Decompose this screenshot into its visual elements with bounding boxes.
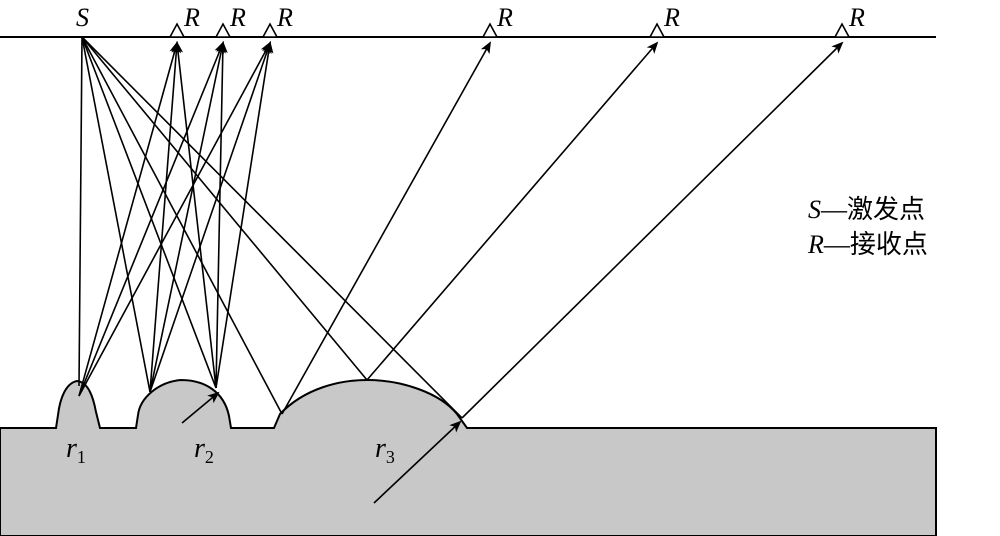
receiver-label-4: R (496, 3, 513, 32)
reflected-ray-far-1 (281, 41, 491, 415)
receiver-label-3: R (276, 3, 293, 32)
receiver-triangle-5 (648, 22, 666, 38)
bump-label-r1: r1 (66, 433, 86, 467)
bump-label-r3-sub: 3 (386, 447, 395, 467)
source-ray-6 (81, 36, 463, 419)
reflected-ray-3-1 (173, 41, 217, 389)
bump-label-r1-main: r (66, 433, 77, 464)
bump-label-r2-main: r (194, 433, 205, 464)
receiver-label-1: R (183, 3, 200, 32)
bump-label-r2: r2 (194, 433, 214, 467)
bump-label-r2-sub: 2 (205, 447, 214, 467)
bump-label-r3-main: r (375, 433, 386, 464)
source-ray-3 (81, 36, 217, 389)
reflected-ray-1-1 (78, 41, 180, 397)
reflected-ray-3-3 (215, 41, 274, 389)
incident-arrow-r3 (373, 420, 462, 504)
receiver-triangle-6 (833, 22, 851, 38)
legend-receiver-text: —接收点 (823, 230, 928, 259)
reflected-ray-1-3 (78, 41, 271, 397)
receiver-triangle-2 (214, 22, 232, 38)
legend-source: S—激发点 (808, 195, 925, 224)
svg-text:r2: r2 (194, 433, 214, 467)
receiver-label-6: R (848, 3, 865, 32)
bump-label-r3: r3 (375, 433, 395, 467)
reflected-ray-far-3 (461, 41, 844, 419)
receiver-label-2: R (229, 3, 246, 32)
receiver-markers (168, 22, 851, 38)
reflected-ray-2-2 (149, 41, 226, 393)
source-ray-5 (81, 36, 368, 381)
svg-text:r1: r1 (66, 433, 86, 467)
svg-text:r3: r3 (375, 433, 395, 467)
reflected-ray-2-3 (149, 41, 272, 393)
receiver-triangle-4 (481, 22, 499, 38)
legend-source-text: —激发点 (820, 195, 925, 224)
legend: S—激发点 R—接收点 (807, 195, 928, 259)
bump-label-r1-sub: 1 (77, 447, 86, 467)
reflected-ray-2-1 (149, 41, 182, 393)
legend-receiver-symbol: R (807, 230, 824, 259)
source-ray-4 (81, 36, 283, 415)
source-label: S (76, 3, 89, 32)
reflected-ray-3-2 (215, 41, 228, 389)
receiver-label-5: R (663, 3, 680, 32)
ray-paths (78, 36, 844, 504)
reflected-ray-far-2 (366, 41, 659, 381)
source-ray-1 (78, 36, 83, 387)
receiver-triangle-1 (168, 22, 186, 38)
legend-source-symbol: S (808, 195, 821, 224)
ground-reflector (0, 378, 937, 536)
source-ray-2 (81, 36, 151, 393)
legend-receiver: R—接收点 (807, 230, 928, 259)
incident-arrow-r2 (181, 391, 220, 424)
reflected-ray-1-2 (78, 41, 224, 397)
receiver-triangle-3 (261, 22, 279, 38)
